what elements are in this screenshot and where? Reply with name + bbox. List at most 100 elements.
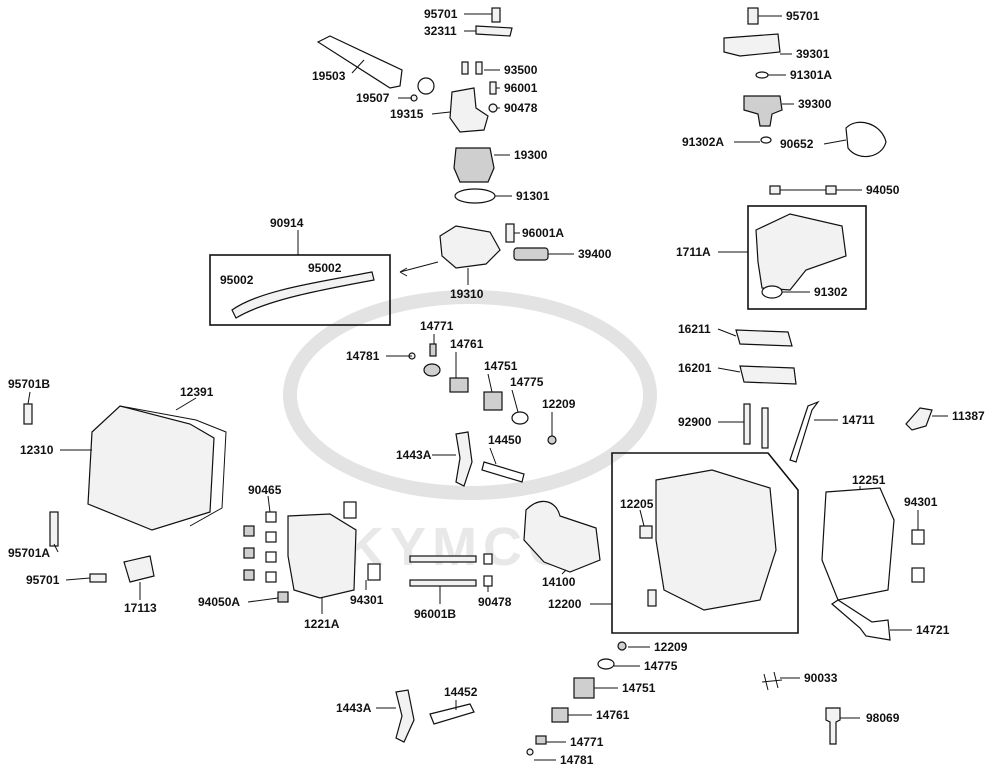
label-14761-upper: 14761 bbox=[450, 337, 484, 351]
label-14100: 14100 bbox=[542, 575, 576, 589]
label-19300: 19300 bbox=[514, 148, 548, 162]
label-96001: 96001 bbox=[504, 81, 538, 95]
label-91301: 91301 bbox=[516, 189, 550, 203]
label-14751-upper: 14751 bbox=[484, 359, 518, 373]
label-95002-right: 95002 bbox=[308, 261, 342, 275]
label-90465: 90465 bbox=[248, 483, 282, 497]
label-32311: 32311 bbox=[424, 24, 457, 38]
bolts-93500 bbox=[461, 61, 483, 75]
label-91301A: 91301A bbox=[790, 68, 832, 82]
camshaft-14100 bbox=[523, 500, 601, 573]
spring-14751-lower bbox=[573, 677, 595, 699]
label-94050A: 94050A bbox=[198, 595, 240, 609]
label-14711: 14711 bbox=[842, 413, 875, 427]
thermostat-cover-19315 bbox=[449, 87, 489, 133]
label-39301: 39301 bbox=[796, 47, 830, 61]
label-16201: 16201 bbox=[678, 361, 712, 375]
label-14751-lower: 14751 bbox=[622, 681, 656, 695]
gasket-16211 bbox=[735, 329, 793, 347]
washer-90478-top bbox=[488, 103, 498, 113]
assembly-box-1711A bbox=[747, 205, 867, 310]
spring-14761-lower bbox=[551, 707, 569, 723]
label-12391: 12391 bbox=[180, 385, 214, 399]
plug-12205 bbox=[639, 525, 653, 539]
label-95701B: 95701B bbox=[8, 377, 50, 391]
studs-92900 bbox=[743, 403, 769, 449]
o-ring-91301 bbox=[454, 188, 496, 204]
seat-14775-lower bbox=[597, 658, 615, 670]
injector-39300 bbox=[743, 95, 783, 127]
label-12205: 12205 bbox=[620, 497, 654, 511]
bolt-95701-left bbox=[89, 573, 107, 583]
rocker-1443A-lower bbox=[395, 689, 415, 743]
label-1711A: 1711A bbox=[676, 245, 711, 259]
bolt-96001 bbox=[489, 81, 497, 95]
label-11387: 11387 bbox=[952, 409, 985, 423]
label-14775-upper: 14775 bbox=[510, 375, 544, 389]
assembly-box-90914 bbox=[209, 254, 391, 326]
label-93500: 93500 bbox=[504, 63, 538, 77]
label-14452: 14452 bbox=[444, 685, 478, 699]
label-91302: 91302 bbox=[814, 285, 848, 299]
label-96001A: 96001A bbox=[522, 226, 564, 240]
clamp-19507 bbox=[410, 77, 435, 102]
gasket-16201 bbox=[739, 365, 797, 385]
label-94301-left: 94301 bbox=[350, 593, 384, 607]
o-ring-91302A bbox=[760, 136, 772, 144]
label-14775-lower: 14775 bbox=[644, 659, 678, 673]
label-95002-left: 95002 bbox=[220, 273, 254, 287]
label-16211: 16211 bbox=[678, 322, 711, 336]
pins-94301-left bbox=[343, 501, 381, 581]
shaft-14450 bbox=[481, 461, 525, 483]
intake-manifold-1711A bbox=[755, 213, 847, 291]
spring-14761-upper bbox=[449, 377, 469, 393]
label-12209-upper: 12209 bbox=[542, 397, 576, 411]
studs-96001B bbox=[409, 555, 477, 587]
pins-94301-right bbox=[911, 529, 925, 583]
seal-12209-lower bbox=[617, 641, 627, 651]
thermostat-housing-19310 bbox=[439, 225, 501, 269]
label-19310: 19310 bbox=[450, 287, 484, 301]
bolt-95701A bbox=[49, 511, 59, 547]
cylinder-head-cover-12310 bbox=[87, 405, 215, 531]
label-91302A: 91302A bbox=[682, 135, 724, 149]
valve-guide bbox=[647, 589, 657, 607]
shaft-14452 bbox=[429, 703, 475, 725]
label-94050: 94050 bbox=[866, 183, 900, 197]
valve-14721 bbox=[831, 599, 891, 641]
label-90033: 90033 bbox=[804, 671, 838, 685]
rocker-1443A-upper bbox=[455, 431, 473, 487]
retainer-14761-upper bbox=[423, 363, 441, 377]
seal-12209-upper bbox=[547, 435, 557, 445]
label-14771-lower: 14771 bbox=[570, 735, 604, 749]
clamp-32311 bbox=[475, 25, 513, 37]
label-1443A-lower: 1443A bbox=[336, 701, 372, 715]
part-labels: 95701 32311 19503 93500 19507 96001 1931… bbox=[8, 7, 985, 767]
leader-lines bbox=[27, 13, 948, 761]
washers-90465 bbox=[265, 511, 277, 583]
nuts-94050A bbox=[243, 525, 289, 603]
label-19315: 19315 bbox=[390, 107, 424, 121]
label-98069: 98069 bbox=[866, 711, 900, 725]
spark-plug-98069 bbox=[825, 707, 841, 745]
label-17113: 17113 bbox=[124, 601, 157, 615]
label-39300: 39300 bbox=[798, 97, 832, 111]
label-90914: 90914 bbox=[270, 216, 304, 230]
label-12200: 12200 bbox=[548, 597, 582, 611]
label-95701-top: 95701 bbox=[424, 7, 458, 21]
thermostat-19300 bbox=[453, 147, 495, 183]
label-39400: 39400 bbox=[578, 247, 612, 261]
nuts-94050 bbox=[769, 185, 837, 195]
hose-19503 bbox=[316, 35, 403, 89]
label-1221A: 1221A bbox=[304, 617, 340, 631]
label-95701A: 95701A bbox=[8, 546, 50, 560]
sensor-39400 bbox=[513, 247, 549, 261]
spring-14751-upper bbox=[483, 391, 503, 411]
cylinder-head-12200 bbox=[655, 469, 777, 611]
o-ring-91302 bbox=[761, 285, 783, 299]
label-14721: 14721 bbox=[916, 623, 950, 637]
bolt-95701-top bbox=[491, 7, 501, 23]
clip-14781-lower bbox=[526, 748, 534, 756]
label-12310: 12310 bbox=[20, 443, 54, 457]
